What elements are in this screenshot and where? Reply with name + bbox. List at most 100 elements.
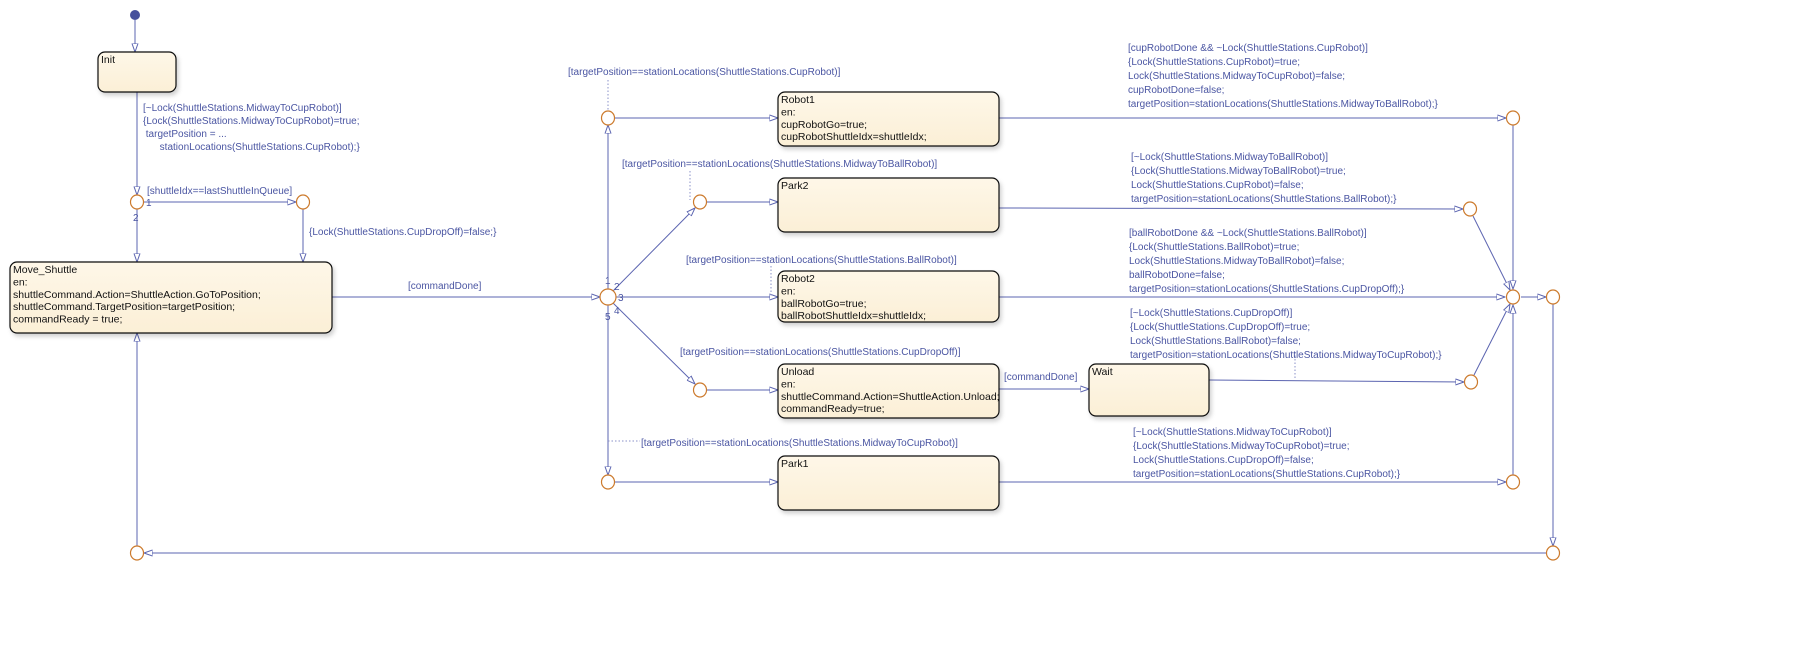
execution-order-number: 2 xyxy=(614,282,620,293)
transition-label-line: {Lock(ShuttleStations.BallRobot)=true; xyxy=(1129,242,1299,253)
state-action-line: shuttleCommand.Action=ShuttleAction.Unlo… xyxy=(781,391,1000,403)
park2-merge[interactable] xyxy=(1472,215,1510,290)
transition-label-to-robot2[interactable]: [targetPosition==stationLocations(Shuttl… xyxy=(686,255,957,266)
transition-label-line: {Lock(ShuttleStations.MidwayToBallRobot)… xyxy=(1131,166,1346,177)
transition-label-to-unload[interactable]: [targetPosition==stationLocations(Shuttl… xyxy=(680,347,961,358)
execution-order-number: 1 xyxy=(146,198,152,209)
state-init[interactable]: Init xyxy=(97,51,177,93)
connective-junction[interactable] xyxy=(1463,374,1479,390)
transition-label-line: Lock(ShuttleStations.BallRobot)=false; xyxy=(1130,336,1301,347)
state-action-line: en: xyxy=(781,106,796,118)
state-move-shuttle[interactable]: Move_Shuttleen:shuttleCommand.Action=Shu… xyxy=(9,261,333,334)
state-action-line: shuttleCommand.Action=ShuttleAction.GoTo… xyxy=(13,289,261,301)
state-box[interactable] xyxy=(1088,363,1210,417)
hub-to-park2-junction[interactable] xyxy=(612,208,695,292)
transition-label-line: [~Lock(ShuttleStations.MidwayToCupRobot)… xyxy=(1133,427,1332,438)
execution-order-number: 3 xyxy=(618,293,624,304)
state-name: Move_Shuttle xyxy=(13,264,77,276)
connective-junction[interactable] xyxy=(692,382,708,398)
state-name: Park2 xyxy=(781,180,809,192)
transition-label-line: {Lock(ShuttleStations.MidwayToCupRobot)=… xyxy=(143,116,360,127)
transition-label-to-robot1[interactable]: [targetPosition==stationLocations(Shuttl… xyxy=(568,67,841,78)
transition-label-from-robot2[interactable]: [ballRobotDone && ~Lock(ShuttleStations.… xyxy=(1129,228,1405,295)
state-wait[interactable]: Wait xyxy=(1088,363,1210,417)
state-box[interactable] xyxy=(97,51,177,93)
wait-merge[interactable] xyxy=(1473,304,1510,376)
state-unload[interactable]: Unloaden:shuttleCommand.Action=ShuttleAc… xyxy=(777,363,1000,419)
hub-to-unload-junction[interactable] xyxy=(612,302,695,384)
state-action-line: commandReady=true; xyxy=(781,403,885,415)
transition-label-cup-dropoff-unlock[interactable]: {Lock(ShuttleStations.CupDropOff)=false;… xyxy=(309,227,497,238)
execution-order-number: 2 xyxy=(133,213,139,224)
connective-junction[interactable] xyxy=(129,194,145,210)
state-box[interactable] xyxy=(777,270,1000,323)
connective-junction[interactable] xyxy=(1505,110,1521,126)
state-action-line: en: xyxy=(13,276,28,288)
state-box[interactable] xyxy=(777,455,1000,511)
state-action-line: ballRobotShuttleIdx=shuttleIdx; xyxy=(781,310,926,322)
transition-label-from-robot1[interactable]: [cupRobotDone && ~Lock(ShuttleStations.C… xyxy=(1128,43,1439,110)
transition-label-line: {Lock(ShuttleStations.CupDropOff)=true; xyxy=(1130,322,1310,333)
transition-label-to-park2[interactable]: [targetPosition==stationLocations(Shuttl… xyxy=(622,159,937,170)
state-action-line: ballRobotGo=true; xyxy=(781,298,867,310)
state-name: Robot2 xyxy=(781,273,815,285)
transition-label-line: {Lock(ShuttleStations.CupDropOff)=false;… xyxy=(309,227,497,238)
transition-label-line: [targetPosition==stationLocations(Shuttl… xyxy=(686,255,957,266)
transition-label-line: targetPosition=stationLocations(ShuttleS… xyxy=(1133,469,1401,480)
from-wait-transition[interactable] xyxy=(1208,380,1464,382)
state-box[interactable] xyxy=(777,91,1000,147)
transition-label-last-shuttle[interactable]: [shuttleIdx==lastShuttleInQueue] xyxy=(147,186,292,197)
transition-label-line: ballRobotDone=false; xyxy=(1129,270,1225,281)
transition-label-line: [targetPosition==stationLocations(Shuttl… xyxy=(568,67,841,78)
transition-label-line: [~Lock(ShuttleStations.MidwayToBallRobot… xyxy=(1131,152,1328,163)
state-box[interactable] xyxy=(9,261,333,334)
transition-label-line: [~Lock(ShuttleStations.CupDropOff)] xyxy=(1130,308,1293,319)
connective-junction[interactable] xyxy=(692,194,708,210)
connective-junction[interactable] xyxy=(600,474,616,490)
state-name: Robot1 xyxy=(781,94,815,106)
transition-label-command-done-2[interactable]: [commandDone] xyxy=(1004,372,1078,383)
from-park2-transition[interactable] xyxy=(998,208,1463,209)
state-action-line: en: xyxy=(781,378,796,390)
connective-junction[interactable] xyxy=(1505,474,1521,490)
connective-junction[interactable] xyxy=(599,288,617,306)
transition-label-line: targetPosition=stationLocations(ShuttleS… xyxy=(1129,284,1405,295)
state-action-line: shuttleCommand.TargetPosition=targetPosi… xyxy=(13,301,235,313)
transition-label-command-done-1[interactable]: [commandDone] xyxy=(408,281,482,292)
transition-label-to-park1[interactable]: [targetPosition==stationLocations(Shuttl… xyxy=(641,438,958,449)
state-park2[interactable]: Park2 xyxy=(777,177,1000,233)
transition-label-from-wait[interactable]: [~Lock(ShuttleStations.CupDropOff)] {Lock… xyxy=(1130,308,1442,361)
connective-junction[interactable] xyxy=(1462,201,1478,217)
execution-order-number: 4 xyxy=(614,306,620,317)
transition-label-line: targetPosition=stationLocations(ShuttleS… xyxy=(1131,194,1397,205)
connective-junction[interactable] xyxy=(1545,545,1561,561)
connective-junction[interactable] xyxy=(1545,289,1561,305)
state-park1[interactable]: Park1 xyxy=(777,455,1000,511)
connective-junction[interactable] xyxy=(129,545,145,561)
transition-label-line: [~Lock(ShuttleStations.MidwayToCupRobot)… xyxy=(143,103,342,114)
state-action-line: cupRobotGo=true; xyxy=(781,119,867,131)
connective-junction[interactable] xyxy=(1505,289,1521,305)
transition-label-line: {Lock(ShuttleStations.CupRobot)=true; xyxy=(1128,57,1300,68)
state-name: Park1 xyxy=(781,458,809,470)
state-robot1[interactable]: Robot1en:cupRobotGo=true;cupRobotShuttle… xyxy=(777,91,1000,147)
transition-label-line: targetPosition = ... xyxy=(143,129,227,140)
default-transition-dot[interactable] xyxy=(130,10,140,20)
connective-junction[interactable] xyxy=(600,110,616,126)
state-box[interactable] xyxy=(777,177,1000,233)
state-robot2[interactable]: Robot2en:ballRobotGo=true;ballRobotShutt… xyxy=(777,270,1000,323)
transition-label-line: targetPosition=stationLocations(ShuttleS… xyxy=(1128,99,1439,110)
transition-label-from-park2[interactable]: [~Lock(ShuttleStations.MidwayToBallRobot… xyxy=(1131,152,1397,205)
transition-label-line: [targetPosition==stationLocations(Shuttl… xyxy=(622,159,937,170)
transition-label-line: Lock(ShuttleStations.MidwayToCupRobot)=f… xyxy=(1128,71,1345,82)
state-box[interactable] xyxy=(777,363,1000,419)
transition-label-line: cupRobotDone=false; xyxy=(1128,85,1224,96)
transition-label-line: [commandDone] xyxy=(408,281,482,292)
connective-junction[interactable] xyxy=(295,194,311,210)
transition-label-line: [commandDone] xyxy=(1004,372,1078,383)
transition-label-from-park1[interactable]: [~Lock(ShuttleStations.MidwayToCupRobot)… xyxy=(1133,427,1401,480)
transition-label-line: [cupRobotDone && ~Lock(ShuttleStations.C… xyxy=(1128,43,1368,54)
transition-label-line: Lock(ShuttleStations.CupRobot)=false; xyxy=(1131,180,1304,191)
transition-label-init-out[interactable]: [~Lock(ShuttleStations.MidwayToCupRobot)… xyxy=(143,103,360,153)
